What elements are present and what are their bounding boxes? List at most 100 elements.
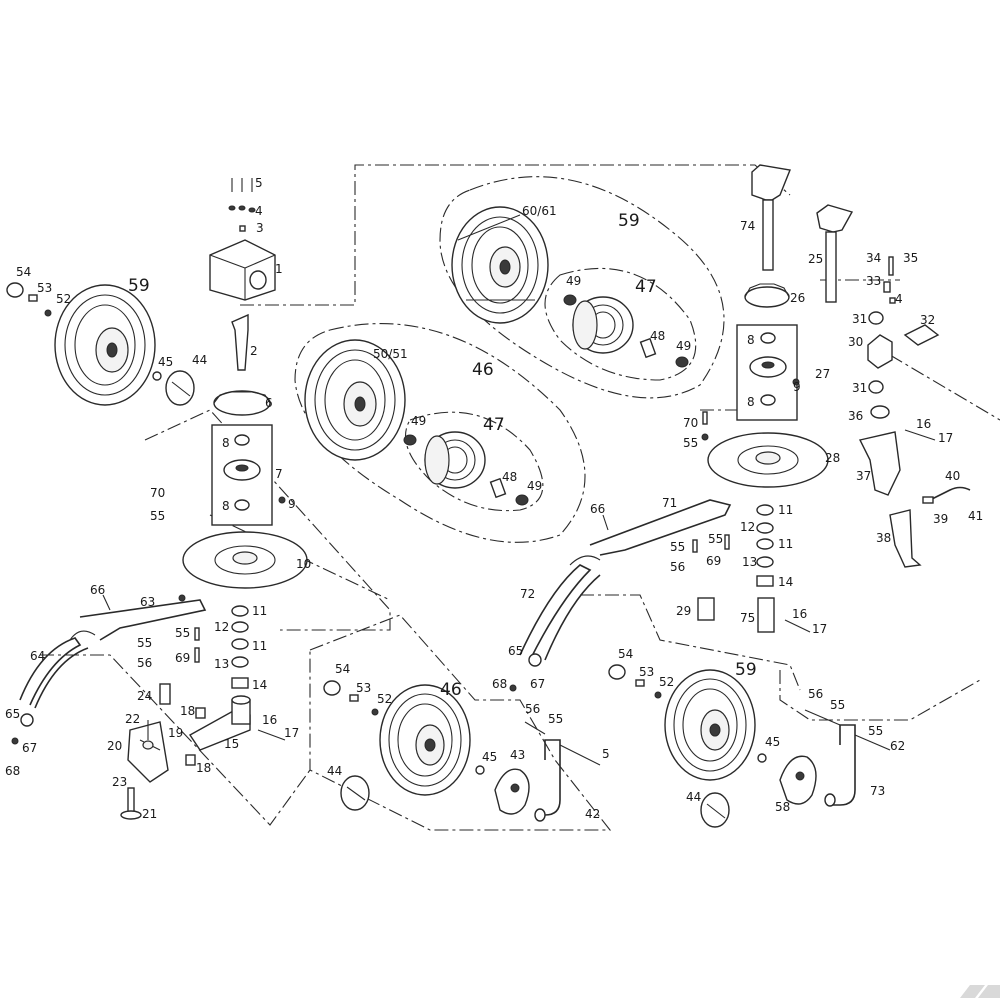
- label-36: 36: [848, 409, 863, 423]
- label-13: 13: [214, 657, 229, 671]
- label-73: 73: [870, 784, 885, 798]
- label-55: 55: [868, 724, 883, 738]
- label-5: 5: [602, 747, 610, 761]
- label-47: 47: [483, 415, 505, 435]
- label-7: 7: [275, 467, 283, 481]
- label-33: 33: [866, 274, 881, 288]
- label-55: 55: [548, 712, 563, 726]
- label-71: 71: [662, 496, 677, 510]
- label-55: 55: [830, 698, 845, 712]
- label-47: 47: [635, 277, 657, 297]
- tyre-lower-right: [608, 664, 891, 828]
- label-8: 8: [747, 333, 755, 347]
- label-48: 48: [650, 329, 665, 343]
- label-41: 41: [968, 509, 983, 523]
- label-11: 11: [252, 639, 267, 653]
- label-14: 14: [252, 678, 267, 692]
- label-44: 44: [192, 353, 207, 367]
- label-42: 42: [585, 807, 600, 821]
- gearbox-column-right: [697, 164, 854, 633]
- label-29: 29: [676, 604, 691, 618]
- label-55: 55: [708, 532, 723, 546]
- label-46: 46: [472, 360, 494, 380]
- gearbox-column-left: [182, 178, 308, 589]
- label-55: 55: [175, 626, 190, 640]
- tyre-middle: [304, 339, 406, 461]
- label-8: 8: [222, 436, 230, 450]
- label-68: 68: [5, 764, 20, 778]
- height-adjust-assembly: [858, 256, 971, 568]
- label-20: 20: [107, 739, 122, 753]
- label-19: 19: [168, 726, 183, 740]
- wheel-exploded-oval-lower: [294, 323, 586, 543]
- label-3: 3: [256, 221, 264, 235]
- label-11: 11: [778, 537, 793, 551]
- label-11: 11: [778, 503, 793, 517]
- label-56: 56: [670, 560, 685, 574]
- label-9: 9: [793, 380, 801, 394]
- label-22: 22: [125, 712, 140, 726]
- brand-logo: [960, 985, 1000, 998]
- label-40: 40: [945, 469, 960, 483]
- label-1: 1: [275, 262, 283, 276]
- bracket-assembly-left: [120, 683, 286, 820]
- label-21: 21: [142, 807, 157, 821]
- label-53: 53: [356, 681, 371, 695]
- label-38: 38: [876, 531, 891, 545]
- label-45: 45: [482, 750, 497, 764]
- label-59: 59: [735, 660, 757, 680]
- label-56: 56: [808, 687, 823, 701]
- label-70: 70: [150, 486, 165, 500]
- label-44: 44: [686, 790, 701, 804]
- label-4: 4: [895, 292, 903, 306]
- label-17: 17: [284, 726, 299, 740]
- label-43: 43: [510, 748, 525, 762]
- label-13: 13: [742, 555, 757, 569]
- label-49: 49: [566, 274, 581, 288]
- label-54: 54: [618, 647, 633, 661]
- label-12: 12: [740, 520, 755, 534]
- label-37: 37: [856, 469, 871, 483]
- label-49: 49: [411, 414, 426, 428]
- label-64: 64: [30, 649, 45, 663]
- label-28: 28: [825, 451, 840, 465]
- label-49: 49: [676, 339, 691, 353]
- rim-middle: [403, 431, 529, 506]
- label-32: 32: [920, 313, 935, 327]
- label-16: 16: [792, 607, 807, 621]
- label-14: 14: [778, 575, 793, 589]
- label-55: 55: [670, 540, 685, 554]
- tyre-upper-right: [451, 206, 549, 324]
- label-25: 25: [808, 252, 823, 266]
- label-54: 54: [335, 662, 350, 676]
- label-35: 35: [903, 251, 918, 265]
- label-8: 8: [747, 395, 755, 409]
- label-69: 69: [175, 651, 190, 665]
- label-4: 4: [255, 204, 263, 218]
- label-18: 18: [180, 704, 195, 718]
- label-53: 53: [37, 281, 52, 295]
- washers-left: [231, 605, 249, 689]
- label-67: 67: [22, 741, 37, 755]
- label-59: 59: [618, 211, 640, 231]
- part-labels: 1 2 3 4 5 6 7 8 8 9 10 11 12 11 13 14 15…: [5, 176, 983, 821]
- label-27: 27: [815, 367, 830, 381]
- label-16: 16: [262, 713, 277, 727]
- label-58: 58: [775, 800, 790, 814]
- label-53: 53: [639, 665, 654, 679]
- label-62: 62: [890, 739, 905, 753]
- label-52: 52: [56, 292, 71, 306]
- label-67: 67: [530, 677, 545, 691]
- label-15: 15: [224, 737, 239, 751]
- label-69: 69: [706, 554, 721, 568]
- label-46: 46: [440, 680, 462, 700]
- wheel-exploded-oval-upper: [439, 176, 725, 399]
- label-66: 66: [590, 502, 605, 516]
- label-23: 23: [112, 775, 127, 789]
- label-44: 44: [327, 764, 342, 778]
- label-55: 55: [150, 509, 165, 523]
- label-11: 11: [252, 604, 267, 618]
- label-50-51: 50/51: [373, 347, 408, 361]
- label-8: 8: [222, 499, 230, 513]
- label-72: 72: [520, 587, 535, 601]
